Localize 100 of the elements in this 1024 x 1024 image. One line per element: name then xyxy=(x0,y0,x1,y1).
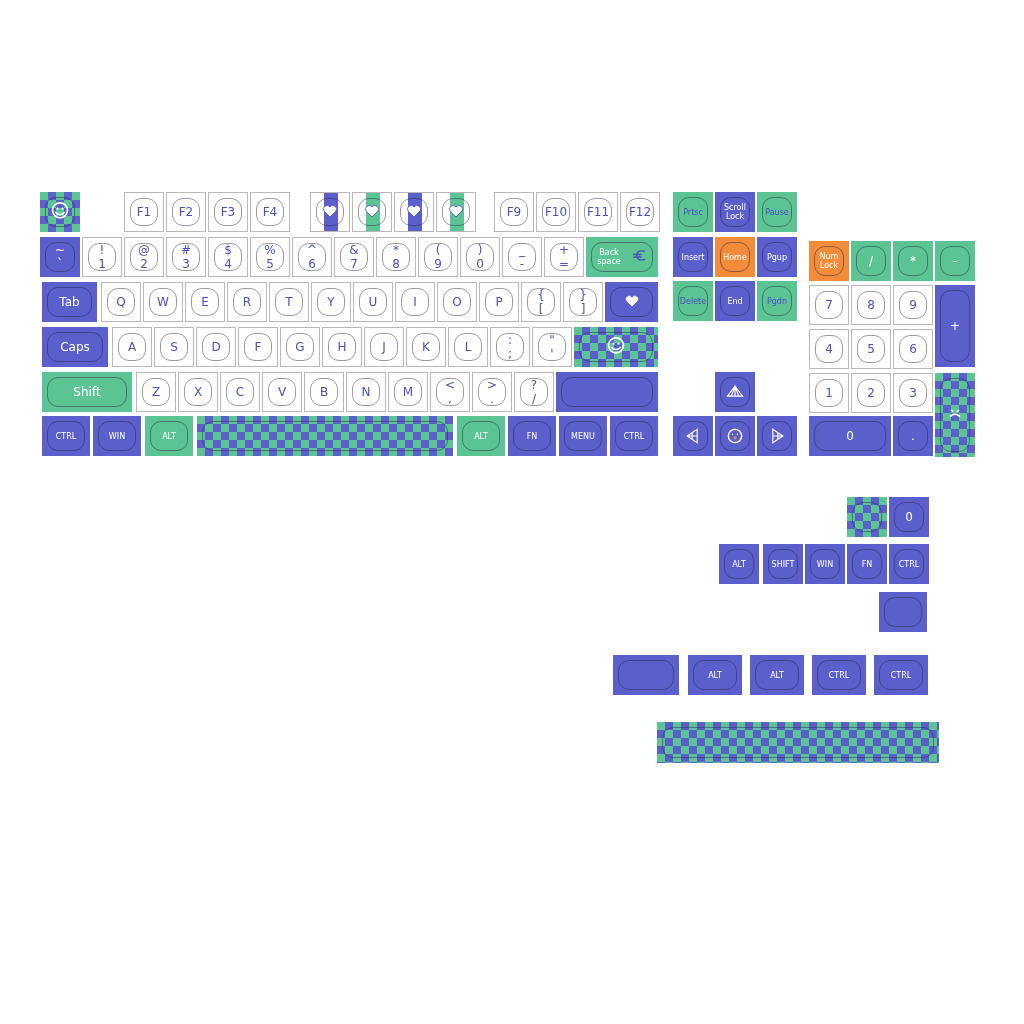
keycap xyxy=(250,237,290,277)
keycap xyxy=(310,192,350,232)
key-legend: 3 xyxy=(182,257,190,271)
key-legend: U xyxy=(368,295,378,309)
key-legend: F12 xyxy=(628,205,652,219)
key-legend: O xyxy=(452,295,462,309)
key-legend: R xyxy=(242,295,252,309)
keycap xyxy=(719,544,759,584)
keycap xyxy=(101,282,141,322)
key-legend: FN xyxy=(861,559,873,569)
key-legend: Scroll Lock xyxy=(720,203,750,221)
keycap xyxy=(197,416,453,456)
keycap xyxy=(715,192,755,232)
keycap xyxy=(208,237,248,277)
keycap xyxy=(809,329,849,369)
keycap xyxy=(448,327,488,367)
keycap xyxy=(269,282,309,322)
key-legend: P xyxy=(495,295,503,309)
keycap xyxy=(394,192,434,232)
key-legend: F10 xyxy=(544,205,568,219)
keycap xyxy=(395,282,435,322)
keycap xyxy=(124,192,164,232)
key-legend: F3 xyxy=(220,205,236,219)
keycap xyxy=(460,237,500,277)
key-legend: End xyxy=(727,296,743,306)
key-legend: @ xyxy=(138,243,150,257)
key-legend: + xyxy=(558,243,570,257)
key-legend: W xyxy=(157,295,169,309)
keycap xyxy=(143,282,183,322)
keycap xyxy=(893,373,933,413)
key-legend: F11 xyxy=(586,205,610,219)
keycap xyxy=(757,416,797,456)
key-legend: ~ xyxy=(54,243,66,257)
keycap xyxy=(334,237,374,277)
key-legend: Z xyxy=(151,385,161,399)
keycap xyxy=(364,327,404,367)
key-legend: M xyxy=(402,385,414,399)
key-legend: Caps xyxy=(60,340,90,354)
key-legend: 2 xyxy=(140,257,148,271)
key-legend: C xyxy=(235,385,245,399)
key-legend: + xyxy=(949,319,961,333)
keycap xyxy=(620,192,660,232)
keycap xyxy=(292,237,332,277)
key-legend: F9 xyxy=(506,205,522,219)
key-legend: Prtsc xyxy=(683,207,703,217)
keycap xyxy=(805,544,845,584)
key-legend: ! xyxy=(99,243,105,257)
key-legend: 0 xyxy=(905,510,913,524)
key-legend: Back space xyxy=(594,248,624,266)
keycap xyxy=(879,592,927,632)
keycap xyxy=(757,237,797,277)
keycap xyxy=(196,327,236,367)
keycap xyxy=(556,372,658,412)
keycap xyxy=(935,285,975,367)
key-legend: CTRL xyxy=(890,670,912,680)
keycap xyxy=(154,327,194,367)
keycap xyxy=(40,192,80,232)
keycap xyxy=(40,237,80,277)
keycap xyxy=(82,237,122,277)
keycap xyxy=(536,192,576,232)
keycap xyxy=(809,285,849,325)
keycap xyxy=(437,282,477,322)
key-legend: - xyxy=(952,254,958,268)
key-legend: - xyxy=(519,257,525,271)
key-legend: * xyxy=(910,254,916,268)
keycap xyxy=(893,329,933,369)
key-legend: . xyxy=(911,429,915,443)
keycap xyxy=(430,372,470,412)
keycap xyxy=(311,282,351,322)
key-legend: WIN xyxy=(108,431,126,441)
keycap xyxy=(388,372,428,412)
key-legend: 5 xyxy=(867,342,875,356)
keycap xyxy=(508,416,556,456)
keycap xyxy=(145,416,193,456)
key-legend: CTRL xyxy=(623,431,645,441)
keycap xyxy=(166,237,206,277)
key-legend: V xyxy=(277,385,287,399)
key-legend: CTRL xyxy=(55,431,77,441)
keycap xyxy=(578,192,618,232)
keycap xyxy=(220,372,260,412)
key-legend: Pgdn xyxy=(766,296,788,306)
keycap xyxy=(185,282,225,322)
keycap xyxy=(715,237,755,277)
keycap xyxy=(688,655,742,695)
key-legend: 0 xyxy=(476,257,484,271)
key-legend: 4 xyxy=(825,342,833,356)
keycap xyxy=(532,327,572,367)
keycap xyxy=(112,327,152,367)
keycap xyxy=(809,416,891,456)
key-legend: 9 xyxy=(909,298,917,312)
keycap xyxy=(436,192,476,232)
key-legend: 5 xyxy=(266,257,274,271)
keycap xyxy=(93,416,141,456)
keycap xyxy=(124,237,164,277)
keycap xyxy=(574,327,658,367)
key-legend: CTRL xyxy=(828,670,850,680)
key-legend: S xyxy=(170,340,178,354)
keycap xyxy=(42,416,90,456)
key-legend: = xyxy=(558,257,570,271)
key-legend: > xyxy=(486,378,498,392)
